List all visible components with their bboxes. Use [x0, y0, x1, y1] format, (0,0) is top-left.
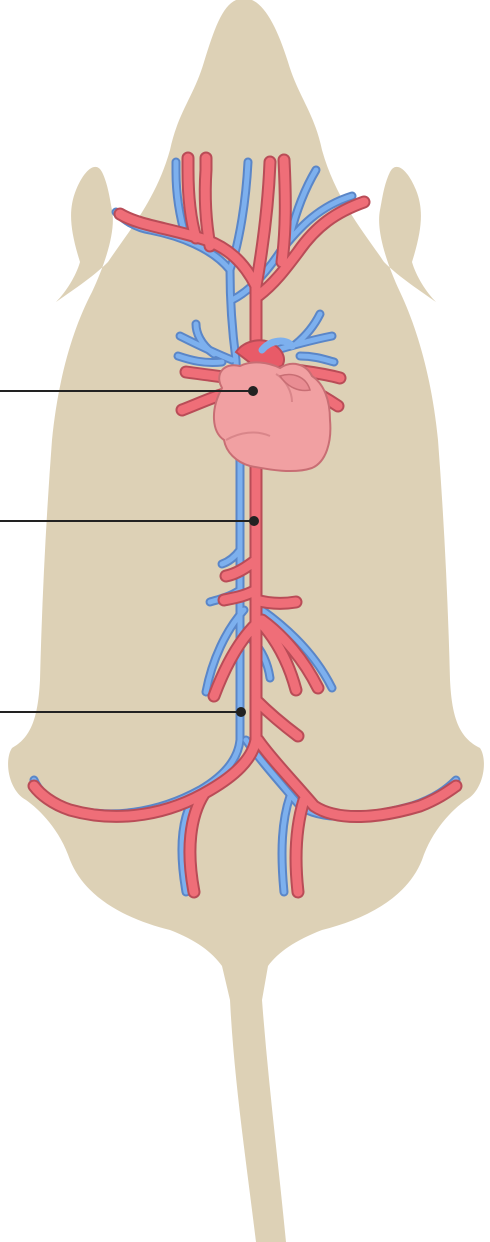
pointer-dot-heart	[248, 386, 258, 396]
pointer-dot-lower-vessel	[236, 707, 246, 717]
pointer-dot-upper-vessel	[249, 516, 259, 526]
